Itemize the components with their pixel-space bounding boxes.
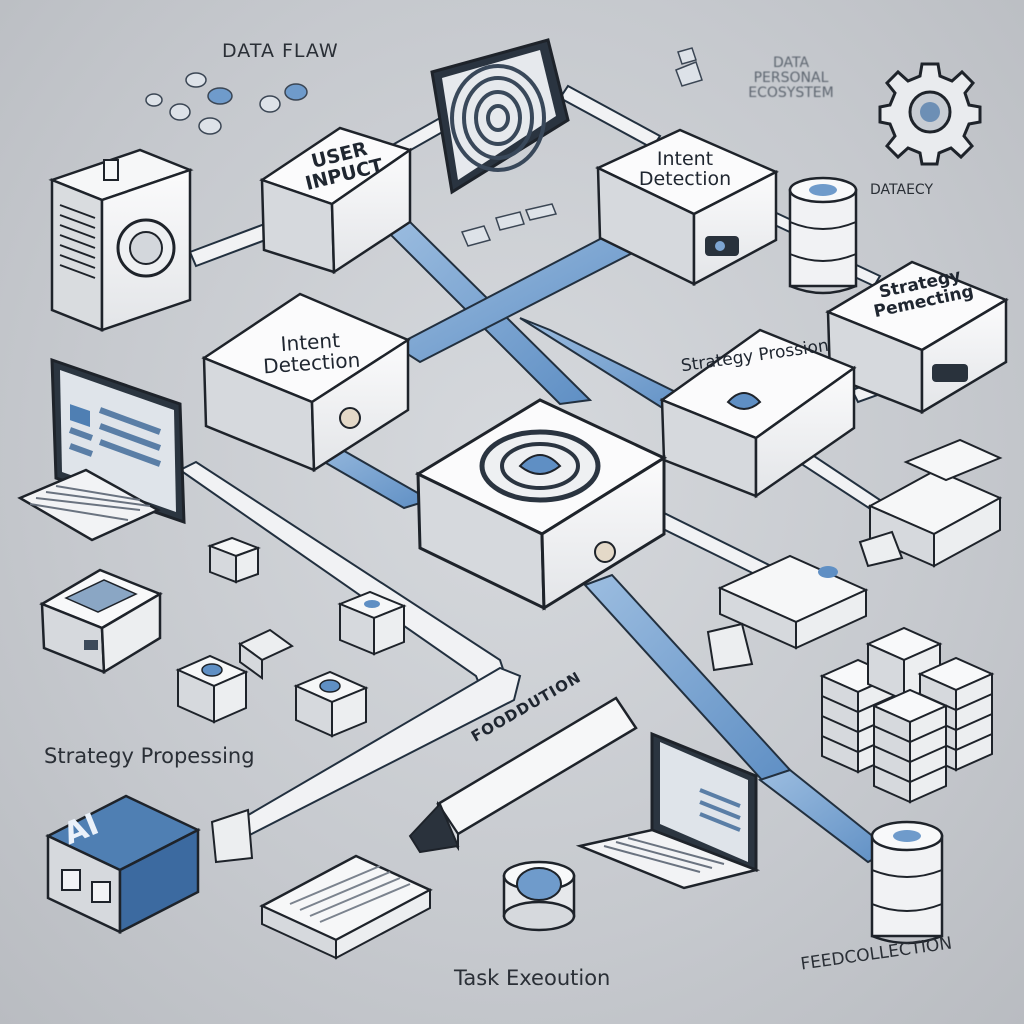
device-module-icon: [39, 568, 163, 675]
blurred-caption-line: DATA: [772, 55, 810, 71]
card-stack-icon: [717, 438, 1003, 650]
pipe-to-feedback: [757, 768, 892, 864]
pipe-long-arrow-shaft: [224, 666, 522, 844]
storage-cluster-icon: [819, 626, 995, 804]
keyboard-icon: [17, 468, 161, 542]
intent-detection-top-label: Intent Detection: [638, 148, 732, 190]
banner-sign: [408, 696, 638, 854]
server-icon: [48, 148, 194, 332]
side-caption: DATAECY: [870, 182, 933, 198]
cube-icon: [175, 536, 407, 738]
central-hub-node: [414, 398, 668, 611]
intent-detection-top-node: [595, 128, 779, 287]
top-caption: DATA FLAW: [222, 40, 339, 62]
feedback-database-icon: [870, 820, 944, 945]
task-execution-caption: Task Exeoution: [454, 966, 611, 990]
arrow-icon: [210, 808, 254, 864]
blurred-caption-line: PERSONAL: [753, 70, 829, 86]
gear-icon: [878, 62, 982, 166]
data-flow-icons: [145, 72, 558, 247]
user-input-node: [259, 126, 413, 275]
execute-button-icon: [502, 860, 576, 932]
pipe-screen-to-intent: [558, 84, 662, 150]
strategy-processing-caption: Strategy Propessing: [44, 744, 255, 768]
strategy-center-node: [659, 328, 857, 499]
blurred-caption: DATA PERSONAL ECOSYSTEM: [716, 56, 866, 101]
arrow-marker-icons: [706, 530, 904, 672]
laptop-icon: [575, 731, 761, 890]
strategy-right-node: [825, 260, 1009, 415]
ai-chip-icon: [45, 794, 201, 935]
document-pad-icon: [259, 854, 433, 960]
intent-detection-mid-node: [201, 292, 411, 473]
blurred-caption-line: ECOSYSTEM: [748, 85, 834, 101]
fingerprint-icon: [430, 38, 570, 195]
top-right-icons: [675, 47, 703, 87]
database-icon: [788, 176, 858, 295]
